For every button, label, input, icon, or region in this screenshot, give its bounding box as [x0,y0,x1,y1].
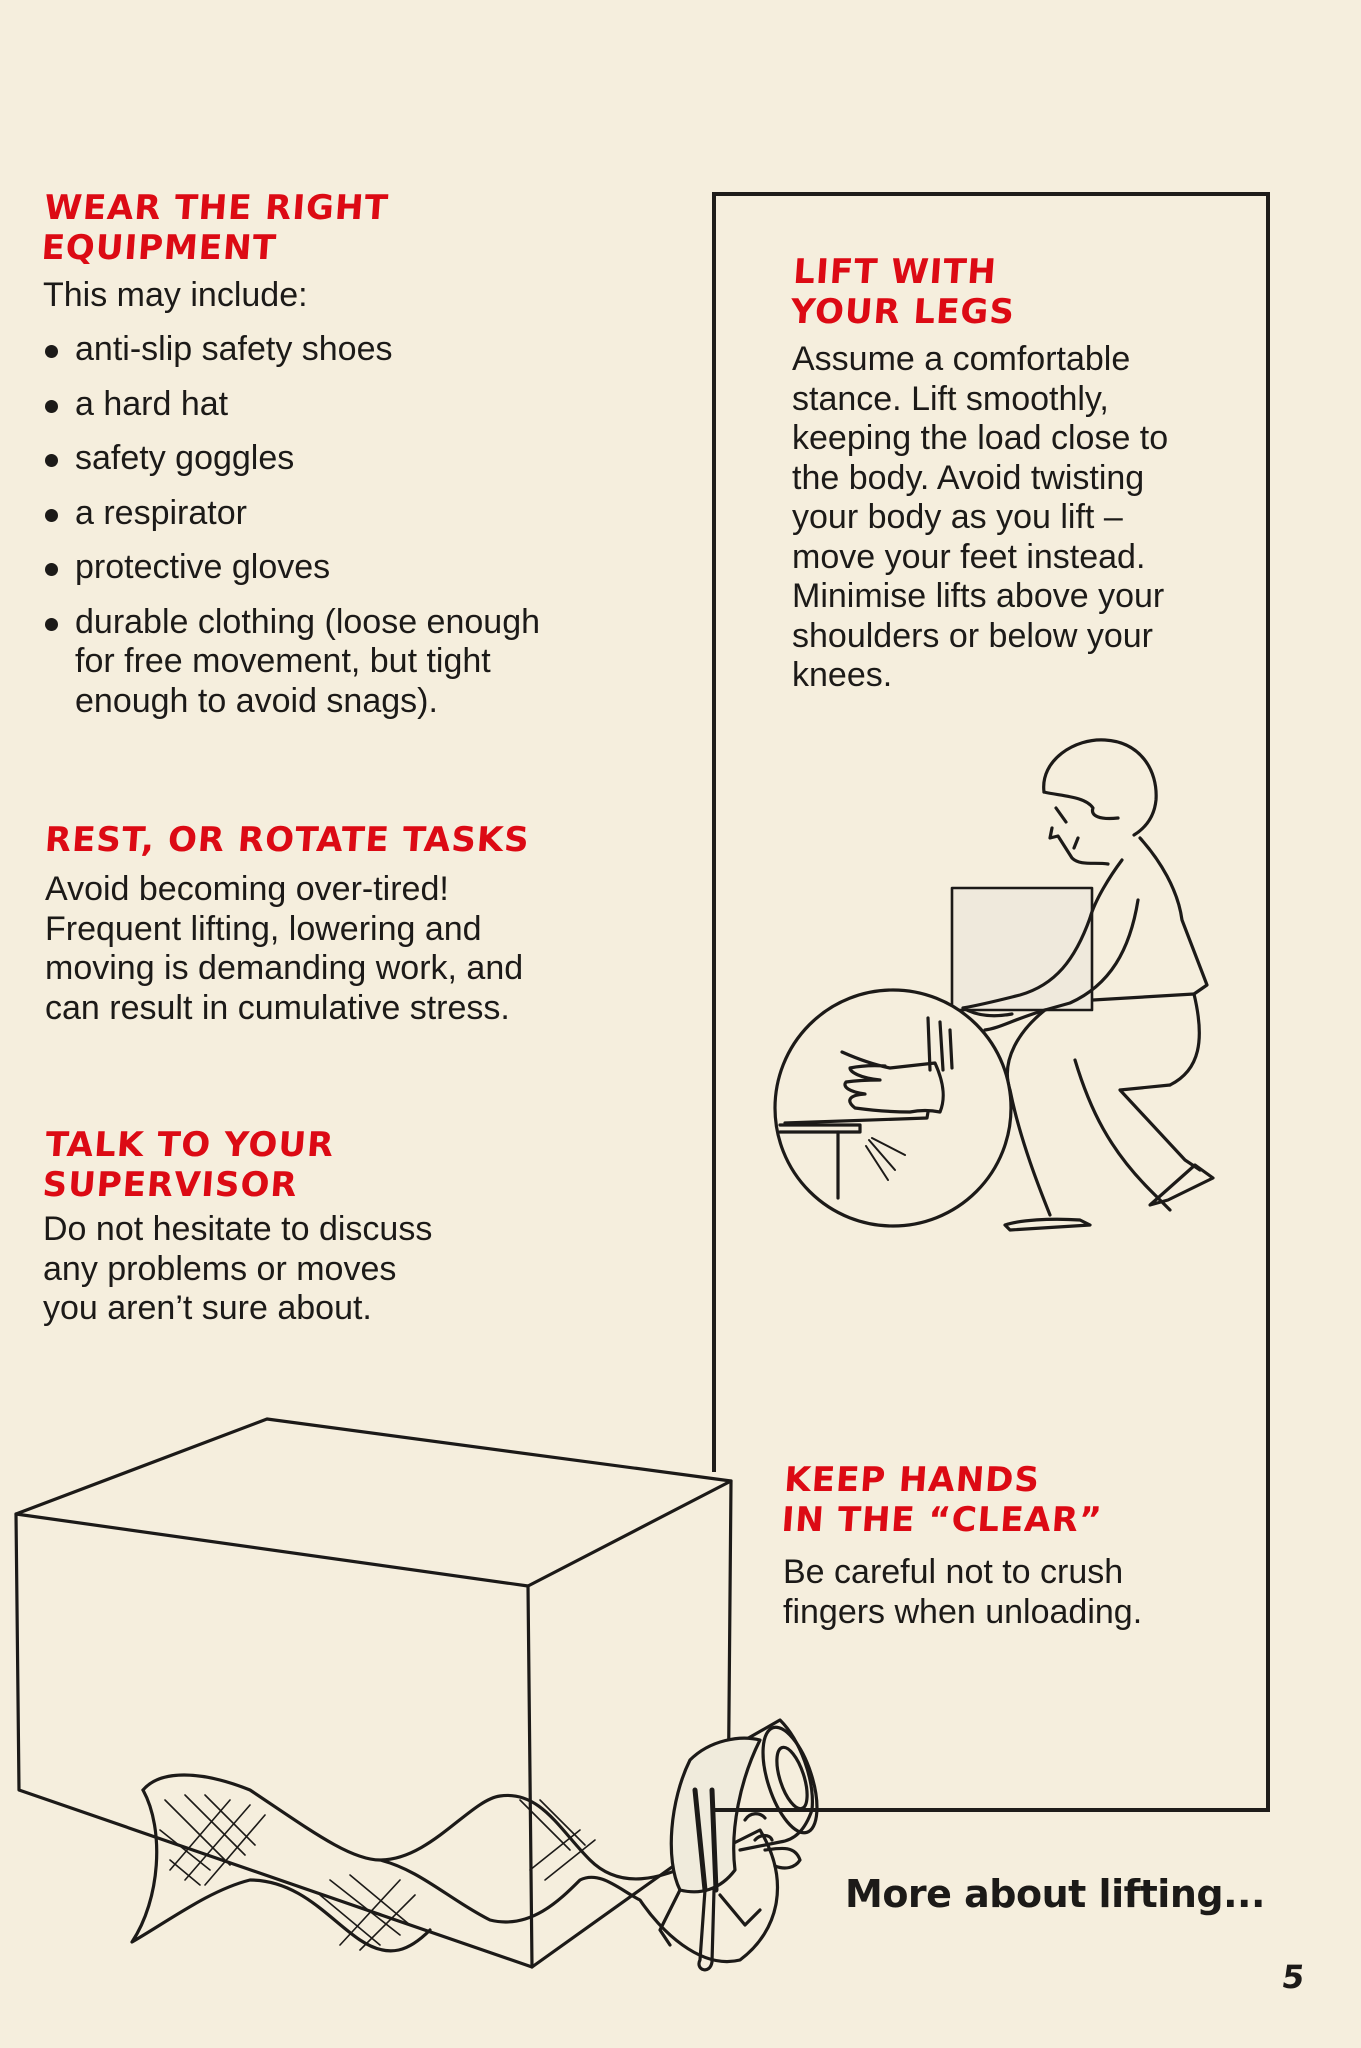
heading-line: LIFT WITH [792,252,999,292]
list-item: a respirator [43,494,540,534]
intro-text: This may include: [43,276,308,314]
legs-heading: LIFT WITH YOUR LEGS [789,252,1019,332]
list-item: protective gloves [43,548,540,588]
list-item-text: safety goggles [75,439,295,477]
body-line: shoulders or below your [792,616,1153,655]
list-item-text: durable clothing (loose enough [75,602,541,641]
panel-left-border [712,192,716,1472]
heading-line: SUPERVISOR [41,1165,299,1205]
heading-line: TALK TO YOUR [44,1125,336,1165]
heading-line: REST, OR ROTATE TASKS [43,820,532,860]
list-item: safety goggles [43,439,540,479]
body-line: Minimise lifts above your [792,577,1165,615]
hands-heading: KEEP HANDS IN THE “CLEAR” [780,1460,1106,1540]
person-lifting-illustration [773,738,1215,1232]
heading-line: IN THE “CLEAR” [780,1500,1104,1540]
list-item: a hard hat [43,385,540,425]
more-about-lifting-link[interactable]: More about lifting... [845,1872,1265,1916]
body-line: Be careful not to crush [783,1553,1124,1591]
body-line: Frequent lifting, lowering and [45,909,482,948]
supervisor-heading: TALK TO YOUR SUPERVISOR [41,1125,335,1205]
heading-line: KEEP HANDS [783,1460,1042,1500]
body-line: you aren’t sure about. [43,1289,372,1327]
list-item-text: a hard hat [75,384,229,423]
mascot-illustration [658,1718,819,1972]
hands-body: Be careful not to crush fingers when unl… [783,1553,1142,1632]
body-line: can result in cumulative stress. [45,988,510,1027]
equipment-intro: This may include: [43,276,308,316]
list-item: anti-slip safety shoes [43,330,540,370]
rest-heading: REST, OR ROTATE TASKS [44,820,531,860]
equipment-heading: WEAR THE RIGHT EQUIPMENT [40,188,390,268]
legs-body: Assume a comfortable stance. Lift smooth… [792,340,1168,696]
body-line: any problems or moves [43,1249,397,1288]
list-item-text: a respirator [75,493,247,532]
body-line: fingers when unloading. [783,1592,1143,1631]
list-item-text: protective gloves [75,548,331,586]
rest-body: Avoid becoming over-tired! Frequent lift… [45,870,523,1028]
list-item: durable clothing (loose enough for free … [43,603,540,722]
heading-line: EQUIPMENT [40,228,279,268]
list-item-text: for free movement, but tight [75,642,491,680]
equipment-list: anti-slip safety shoes a hard hat safety… [43,330,540,736]
heading-line: YOUR LEGS [789,292,1017,332]
body-line: Assume a comfortable [792,340,1131,378]
body-line: stance. Lift smoothly, [792,379,1109,418]
lift-with-legs-panel [713,192,1270,1812]
body-line: moving is demanding work, and [45,949,524,987]
body-line: Avoid becoming over-tired! [45,870,449,908]
list-item-text: enough to avoid snags). [75,681,438,720]
cube-illustration [14,1417,780,1969]
heading-line: WEAR THE RIGHT [43,188,390,228]
supervisor-body: Do not hesitate to discuss any problems … [43,1210,432,1329]
body-line: your body as you lift – [792,498,1123,536]
body-line: Do not hesitate to discuss [43,1210,433,1248]
body-line: keeping the load close to [792,419,1169,457]
body-line: the body. Avoid twisting [792,458,1145,497]
list-item-text: anti-slip safety shoes [75,330,393,368]
body-line: knees. [792,656,893,694]
body-line: move your feet instead. [792,537,1146,576]
